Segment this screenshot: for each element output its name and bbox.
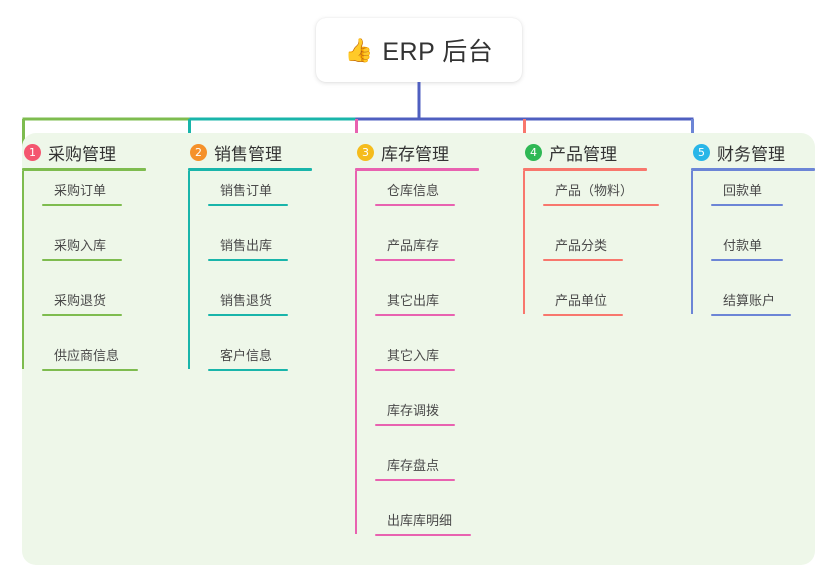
- leaf-label: 仓库信息: [387, 183, 440, 198]
- leaf-underline: [711, 204, 783, 206]
- leaf-label: 库存盘点: [387, 458, 440, 473]
- branch-trunk-line: [691, 171, 693, 314]
- leaf-underline: [375, 314, 455, 316]
- leaf-label: 销售出库: [220, 238, 273, 253]
- root-title: ERP 后台: [382, 38, 494, 66]
- leaf-label: 其它出库: [387, 293, 440, 308]
- branch-number-badge: 2: [190, 143, 207, 161]
- leaf-label: 产品库存: [387, 238, 440, 253]
- branch-title: 销售管理: [214, 144, 282, 164]
- leaf-item[interactable]: 客户信息: [208, 348, 288, 371]
- leaf-label: 产品分类: [555, 238, 608, 253]
- leaf-label: 销售退货: [220, 293, 273, 308]
- leaf-item[interactable]: 采购退货: [42, 293, 122, 316]
- branch-header-1[interactable]: 1 采购管理: [22, 133, 146, 171]
- leaf-underline: [208, 369, 288, 371]
- branch-title: 库存管理: [381, 144, 449, 164]
- leaf-item[interactable]: 库存盘点: [375, 458, 455, 481]
- leaf-label: 付款单: [723, 238, 763, 253]
- branch-title: 采购管理: [48, 144, 116, 164]
- leaf-label: 产品单位: [555, 293, 608, 308]
- leaf-item[interactable]: 采购入库: [42, 238, 122, 261]
- branch-column-1: 1 采购管理采购订单采购入库采购退货供应商信息: [22, 133, 146, 371]
- leaf-underline: [208, 259, 288, 261]
- leaf-underline: [375, 259, 455, 261]
- leaf-label: 供应商信息: [54, 348, 120, 363]
- branch-trunk-line: [523, 171, 525, 314]
- leaf-item[interactable]: 付款单: [711, 238, 783, 261]
- branch-underline: [523, 168, 647, 171]
- branch-title: 财务管理: [717, 144, 785, 164]
- leaf-item[interactable]: 回款单: [711, 183, 783, 206]
- branch-number-badge: 4: [525, 143, 542, 161]
- leaf-item[interactable]: 销售订单: [208, 183, 288, 206]
- leaf-underline: [375, 369, 455, 371]
- leaf-underline: [375, 204, 455, 206]
- branch-underline: [355, 168, 479, 171]
- leaf-underline: [711, 314, 791, 316]
- leaf-item[interactable]: 销售出库: [208, 238, 288, 261]
- leaf-item[interactable]: 销售退货: [208, 293, 288, 316]
- leaf-label: 客户信息: [220, 348, 273, 363]
- branch-header-3[interactable]: 3 库存管理: [355, 133, 479, 171]
- mindmap-panel: 1 采购管理采购订单采购入库采购退货供应商信息 2 销售管理销售订单销售出库销售退货客…: [22, 133, 815, 565]
- leaf-underline: [42, 204, 122, 206]
- branch-underline: [22, 168, 146, 171]
- branch-trunk-line: [22, 171, 24, 369]
- leaf-item[interactable]: 产品（物料）: [543, 183, 659, 206]
- branch-column-4: 4 产品管理产品（物料） 产品分类产品单位: [523, 133, 659, 316]
- branch-column-5: 5 财务管理回款单付款单结算账户: [691, 133, 815, 316]
- branch-number-badge: 3: [357, 143, 374, 161]
- leaf-item[interactable]: 仓库信息: [375, 183, 455, 206]
- leaf-item[interactable]: 采购订单: [42, 183, 122, 206]
- branch-number-badge: 5: [693, 143, 710, 161]
- leaf-underline: [42, 369, 138, 371]
- leaf-underline: [208, 204, 288, 206]
- leaf-label: 产品（物料）: [555, 183, 634, 198]
- leaf-label: 结算账户: [723, 293, 776, 308]
- leaf-label: 出库库明细: [387, 513, 453, 528]
- leaf-underline: [208, 314, 288, 316]
- leaf-item[interactable]: 产品单位: [543, 293, 623, 316]
- leaf-item[interactable]: 产品库存: [375, 238, 455, 261]
- leaf-label: 采购入库: [54, 238, 107, 253]
- thumbs-up-icon: 👍: [344, 36, 374, 63]
- leaf-underline: [543, 204, 659, 206]
- branch-trunk-line: [355, 171, 357, 534]
- branch-header-2[interactable]: 2 销售管理: [188, 133, 312, 171]
- branch-number-badge: 1: [24, 143, 41, 161]
- leaf-underline: [543, 259, 623, 261]
- leaf-underline: [711, 259, 783, 261]
- branch-header-4[interactable]: 4 产品管理: [523, 133, 647, 171]
- branch-header-5[interactable]: 5 财务管理: [691, 133, 815, 171]
- branch-title: 产品管理: [549, 144, 617, 164]
- leaf-label: 采购订单: [54, 183, 107, 198]
- leaf-underline: [375, 424, 455, 426]
- root-node[interactable]: 👍 ERP 后台: [316, 18, 522, 82]
- leaf-label: 库存调拨: [387, 403, 440, 418]
- leaf-label: 采购退货: [54, 293, 107, 308]
- leaf-item[interactable]: 其它出库: [375, 293, 455, 316]
- branch-column-2: 2 销售管理销售订单销售出库销售退货客户信息: [188, 133, 312, 371]
- leaf-underline: [543, 314, 623, 316]
- leaf-label: 其它入库: [387, 348, 440, 363]
- leaf-underline: [42, 259, 122, 261]
- leaf-item[interactable]: 出库库明细: [375, 513, 471, 536]
- branch-trunk-line: [188, 171, 190, 369]
- leaf-underline: [42, 314, 122, 316]
- leaf-item[interactable]: 产品分类: [543, 238, 623, 261]
- leaf-item[interactable]: 库存调拨: [375, 403, 455, 426]
- leaf-item[interactable]: 供应商信息: [42, 348, 138, 371]
- leaf-item[interactable]: 结算账户: [711, 293, 791, 316]
- branch-underline: [188, 168, 312, 171]
- branch-underline: [691, 168, 815, 171]
- leaf-item[interactable]: 其它入库: [375, 348, 455, 371]
- leaf-underline: [375, 479, 455, 481]
- leaf-underline: [375, 534, 471, 536]
- leaf-label: 销售订单: [220, 183, 273, 198]
- branch-column-3: 3 库存管理仓库信息产品库存其它出库其它入库库存调拨库存盘点出库库明细: [355, 133, 479, 536]
- leaf-label: 回款单: [723, 183, 763, 198]
